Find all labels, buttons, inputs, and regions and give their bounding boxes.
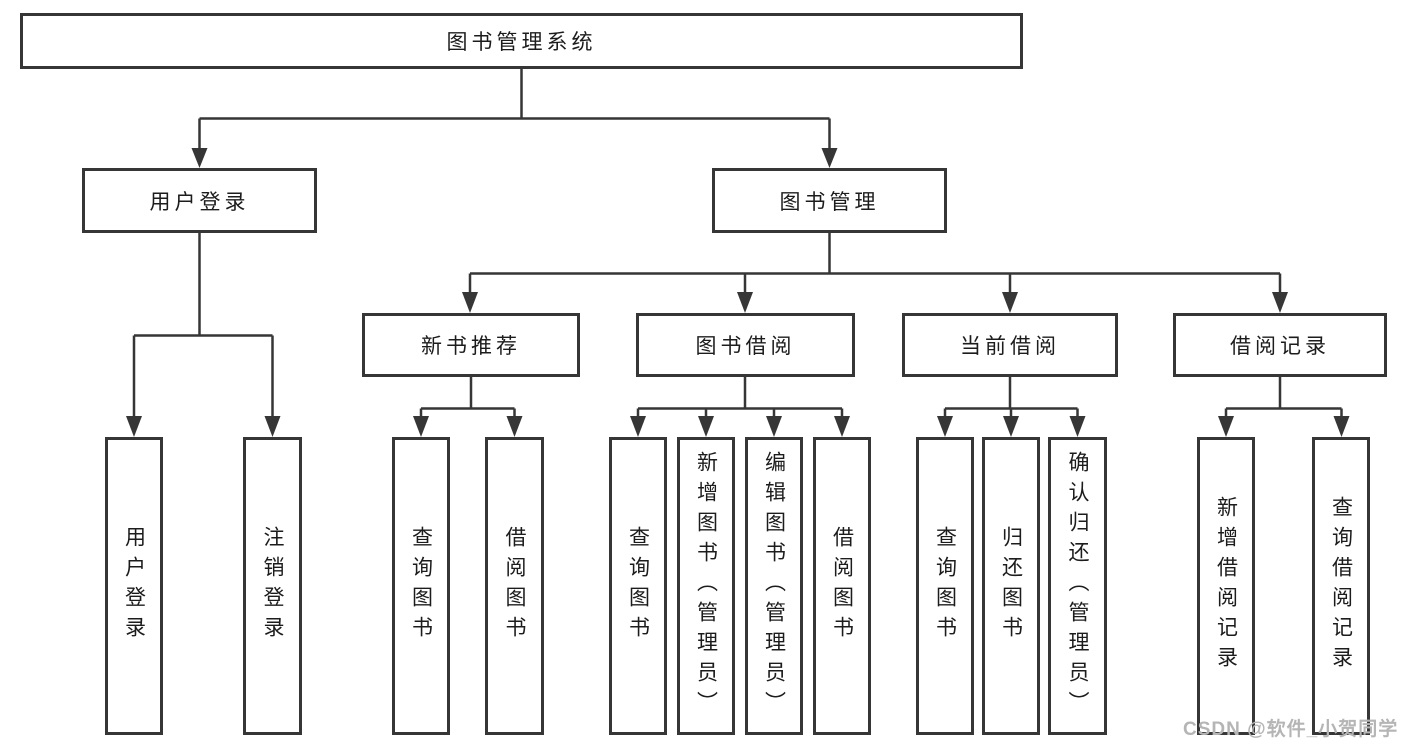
leaf-query-borrow-record: 查询借阅记录: [1312, 437, 1370, 735]
node-user-login-label: 用户登录: [149, 190, 250, 214]
connector-user-login-to-leaves: [126, 233, 281, 437]
watermark: CSDN @软件_小贺同学: [1183, 719, 1399, 740]
leaf-return-book: 归还图书: [982, 437, 1040, 735]
node-current-borrow-label: 当前借阅: [960, 335, 1060, 358]
node-book-borrow-label: 图书借阅: [695, 335, 796, 358]
connector-book-borrow-to-leaves: [630, 377, 850, 437]
leaf-query-books-2-label: 查询图书: [626, 526, 650, 646]
leaf-query-books-1-label: 查询图书: [409, 526, 433, 646]
leaf-confirm-return-admin: 确认归还（管理员）: [1048, 437, 1107, 735]
node-borrow-records: 借阅记录: [1173, 313, 1387, 377]
node-book-borrow: 图书借阅: [636, 313, 855, 377]
node-new-book-recommend-label: 新书推荐: [421, 335, 521, 358]
leaf-user-login: 用户登录: [105, 437, 163, 735]
leaf-add-book-admin: 新增图书（管理员）: [677, 437, 735, 735]
leaf-logout: 注销登录: [243, 437, 302, 735]
leaf-borrow-books-1-label: 借阅图书: [503, 526, 526, 646]
connector-root-to-level2: [191, 69, 838, 168]
leaf-add-borrow-record: 新增借阅记录: [1197, 437, 1255, 735]
leaf-borrow-books-1: 借阅图书: [485, 437, 544, 735]
leaf-edit-book-admin: 编辑图书（管理员）: [745, 437, 803, 735]
leaf-borrow-books-2: 借阅图书: [813, 437, 871, 735]
node-user-login: 用户登录: [82, 168, 317, 233]
leaf-user-login-label: 用户登录: [122, 526, 146, 646]
leaf-add-borrow-record-label: 新增借阅记录: [1214, 496, 1238, 676]
leaf-return-book-label: 归还图书: [999, 526, 1023, 646]
leaf-query-books-3: 查询图书: [916, 437, 974, 735]
leaf-confirm-return-admin-label: 确认归还（管理员）: [1066, 451, 1089, 721]
leaf-query-books-1: 查询图书: [392, 437, 450, 735]
connector-new-book-recommend-to-leaves: [413, 377, 523, 437]
leaf-borrow-books-2-label: 借阅图书: [830, 526, 854, 646]
connector-book-management-to-level3: [462, 233, 1288, 313]
node-root-label: 图书管理系统: [446, 31, 597, 54]
node-book-management: 图书管理: [712, 168, 947, 233]
leaf-query-borrow-record-label: 查询借阅记录: [1329, 496, 1353, 676]
node-new-book-recommend: 新书推荐: [362, 313, 580, 377]
leaf-add-book-admin-label: 新增图书（管理员）: [694, 451, 718, 721]
node-borrow-records-label: 借阅记录: [1230, 335, 1330, 358]
leaf-query-books-2: 查询图书: [609, 437, 667, 735]
node-current-borrow: 当前借阅: [902, 313, 1118, 377]
connector-current-borrow-to-leaves: [937, 377, 1086, 437]
leaf-query-books-3-label: 查询图书: [933, 526, 957, 646]
node-book-management-label: 图书管理: [779, 190, 880, 214]
leaf-logout-label: 注销登录: [261, 526, 284, 646]
leaf-edit-book-admin-label: 编辑图书（管理员）: [762, 451, 786, 721]
node-root: 图书管理系统: [20, 13, 1023, 69]
connector-borrow-records-to-leaves: [1218, 377, 1350, 437]
